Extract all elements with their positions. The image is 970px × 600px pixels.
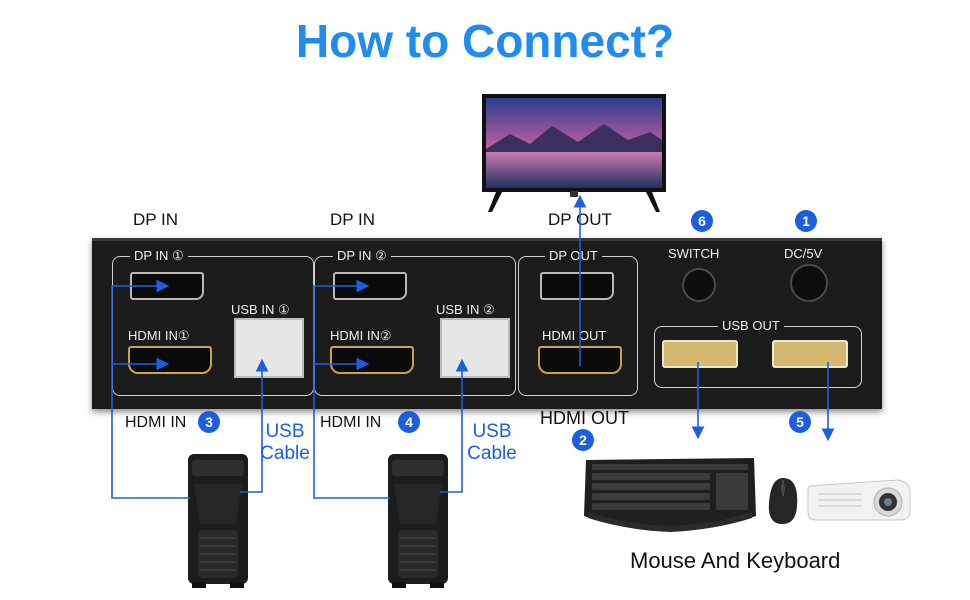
- panel-label-switch: SWITCH: [664, 246, 724, 261]
- badge-4: 4: [398, 411, 420, 433]
- usb-cable-label-1: USB Cable: [255, 421, 315, 465]
- badge-6: 6: [691, 210, 713, 232]
- hdmi-in-1-port: [128, 346, 212, 374]
- wire-pc2-usb: [440, 358, 469, 493]
- bottom-label-hdmi-in-1: HDMI IN: [125, 414, 187, 431]
- bottom-label-hdmi-out: HDMI OUT: [540, 408, 629, 428]
- wire-pc1-usb: [240, 358, 269, 493]
- panel-label-hdmi-in-1: HDMI IN①: [124, 328, 194, 344]
- monitor-icon: [482, 94, 666, 212]
- peripherals-caption: Mouse And Keyboard: [630, 548, 841, 573]
- panel-label-usb-in-1: USB IN ①: [227, 302, 294, 318]
- badge-2: 2: [572, 429, 594, 451]
- hdmi-in-2-port: [330, 346, 414, 374]
- dc-power-jack: [790, 264, 828, 302]
- wire-pc1-dp: [111, 279, 190, 499]
- usb-cable-line1: USB: [265, 421, 305, 442]
- bottom-label-hdmi-in-2: HDMI IN: [320, 414, 382, 431]
- dp-out-port: [540, 272, 614, 300]
- panel-label-usb-out: USB OUT: [718, 318, 784, 333]
- usb-cable-line1: USB: [472, 421, 512, 442]
- usb-in-1-port: [234, 318, 304, 378]
- top-label-dp-in-2: DP IN: [330, 210, 376, 229]
- switch-button: [682, 268, 716, 302]
- pc-tower-icon: [388, 454, 448, 588]
- pc-tower-icon: [188, 454, 248, 588]
- usb-cable-line2: Cable: [467, 443, 517, 464]
- usb-cable-label-2: USB Cable: [462, 421, 522, 465]
- badge-3: 3: [198, 411, 220, 433]
- keyboard-icon: [584, 458, 756, 532]
- badge-5: 5: [789, 411, 811, 433]
- usb-out-port-2: [772, 340, 848, 368]
- wire-pc2-dp: [313, 279, 390, 499]
- panel-label-hdmi-in-2: HDMI IN②: [326, 328, 396, 344]
- panel-label-dp-in-2: DP IN ②: [333, 248, 391, 264]
- panel-label-usb-in-2: USB IN ②: [432, 302, 499, 318]
- panel-label-dp-out: DP OUT: [545, 248, 602, 263]
- usb-in-2-port: [440, 318, 510, 378]
- panel-label-dc: DC/5V: [780, 246, 827, 261]
- page-title: How to Connect?: [295, 15, 675, 67]
- top-label-dp-in-1: DP IN: [133, 210, 179, 229]
- badge-1: 1: [795, 210, 817, 232]
- mouse-icon: [768, 478, 798, 524]
- panel-label-hdmi-out: HDMI OUT: [538, 328, 611, 343]
- usb-cable-line2: Cable: [260, 443, 310, 464]
- panel-label-dp-in-1: DP IN ①: [130, 248, 188, 264]
- usb-out-port-1: [662, 340, 738, 368]
- projector-icon: [807, 479, 911, 521]
